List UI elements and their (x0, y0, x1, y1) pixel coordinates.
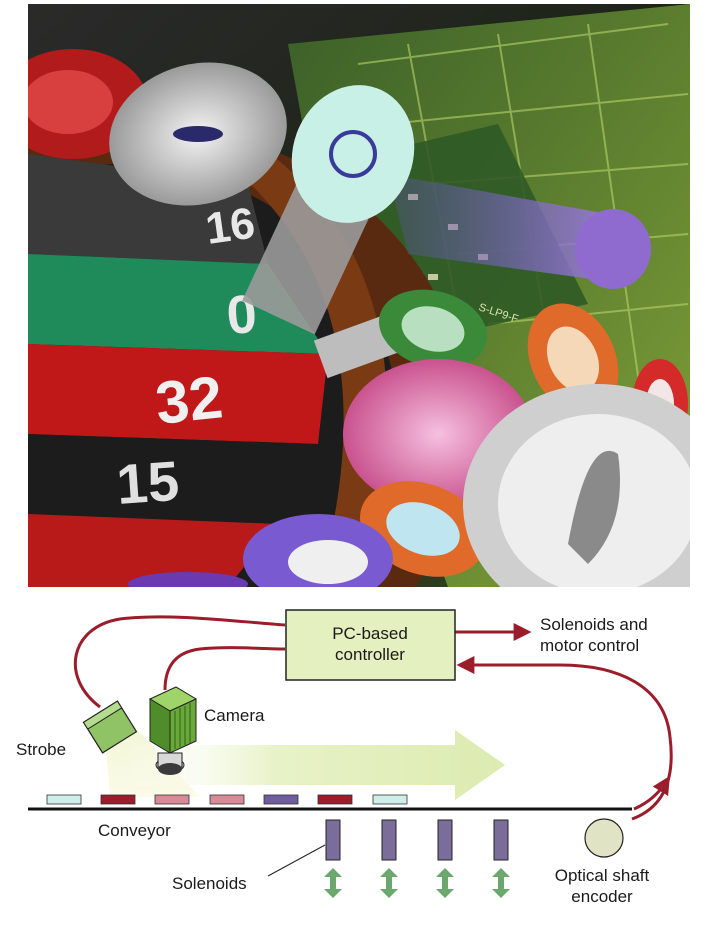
solenoid (437, 819, 453, 861)
chip (154, 794, 190, 805)
strobe-label: Strobe (16, 740, 66, 759)
camera-wire (163, 646, 286, 691)
chip (100, 794, 136, 805)
solenoids-leader-line (267, 844, 326, 877)
conveyor-motion-arrow (120, 730, 505, 800)
encoder-output-arrow (633, 775, 670, 811)
solenoid (381, 819, 397, 861)
camera-label: Camera (204, 706, 265, 725)
optical-encoder-icon (584, 818, 624, 858)
solenoid-motion-arrow (436, 868, 454, 898)
strobe-wire (73, 615, 286, 709)
chip (209, 794, 245, 805)
camera-icon (148, 686, 198, 775)
inspection-system-diagram: PC-based controller Solenoids and motor … (0, 587, 720, 937)
solenoid-motion-arrow (492, 868, 510, 898)
solenoid (493, 819, 509, 861)
encoder-feedback-arrow (456, 656, 673, 821)
strobe-icon (82, 700, 138, 754)
chip-row (46, 794, 408, 805)
encoder-label-line1: Optical shaft (555, 866, 650, 885)
roulette-number-16: 16 (203, 199, 258, 254)
solenoid-motion-arrow (380, 868, 398, 898)
chip (372, 794, 408, 805)
roulette-number-32: 32 (152, 363, 225, 437)
pc-controller-box (285, 609, 456, 681)
solenoid (325, 819, 341, 861)
output-label-line2: motor control (540, 636, 639, 655)
chip (263, 794, 299, 805)
encoder-label-line2: encoder (571, 887, 633, 906)
casino-chip-illustration: S-LP9-F 16 0 32 15 (28, 4, 690, 587)
conveyor-label: Conveyor (98, 821, 171, 840)
solenoids-label: Solenoids (172, 874, 247, 893)
controller-label-line1: PC-based (332, 624, 408, 643)
chip (46, 794, 82, 805)
solenoid-group (324, 819, 510, 898)
controller-label-line2: controller (335, 645, 405, 664)
solenoid-motion-arrow (324, 868, 342, 898)
output-label-line1: Solenoids and (540, 615, 648, 634)
roulette-number-15: 15 (114, 449, 181, 516)
chip (317, 794, 353, 805)
